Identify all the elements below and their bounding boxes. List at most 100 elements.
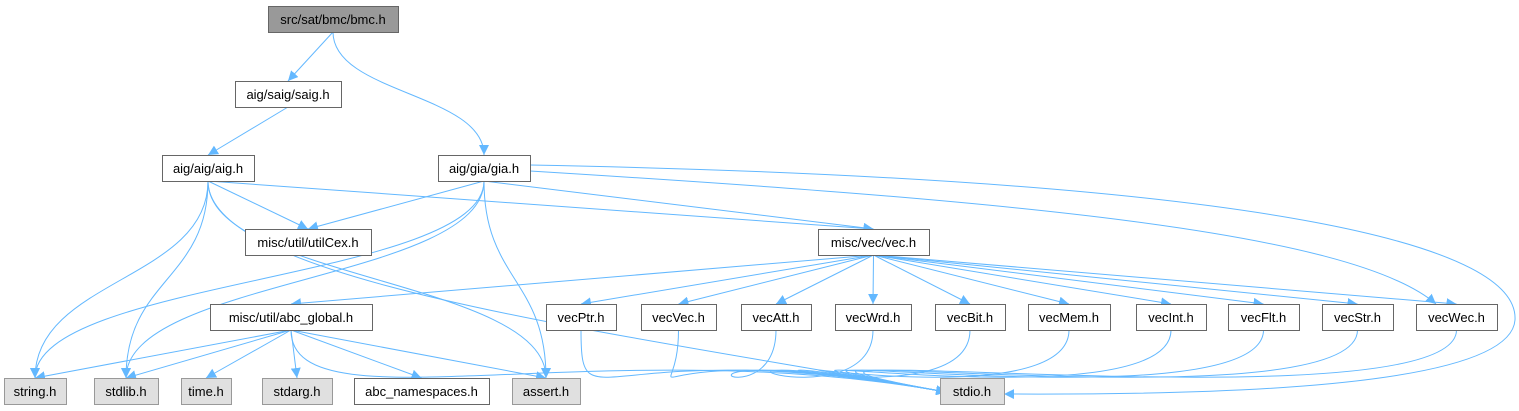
node-box <box>835 304 912 331</box>
node-vecMem[interactable]: vecMem.h <box>1028 304 1111 331</box>
node-label: stdarg.h <box>274 384 321 399</box>
node-label: vecAtt.h <box>753 310 800 325</box>
node-box <box>1416 304 1498 331</box>
edge-gia-to-vecWec <box>529 170 1437 305</box>
edge-aig-to-utilCex <box>207 180 309 230</box>
node-vecAtt[interactable]: vecAtt.h <box>741 304 812 331</box>
node-label: stdlib.h <box>105 384 146 399</box>
node-abc-namespaces[interactable]: abc_namespaces.h <box>354 378 490 405</box>
node-label: vecBit.h <box>947 310 993 325</box>
node-assert[interactable]: assert.h <box>512 378 581 405</box>
node-box <box>1136 304 1207 331</box>
node-vecFlt[interactable]: vecFlt.h <box>1228 304 1300 331</box>
edge-vec-to-vecFlt <box>873 254 1264 308</box>
node-label: aig/aig/aig.h <box>173 161 243 176</box>
node-label: vecWrd.h <box>846 310 901 325</box>
edge-vecAtt-to-stdio <box>730 329 947 396</box>
edge-gia-to-stdio <box>529 164 1516 400</box>
edge-aig-to-stdio <box>207 180 947 396</box>
node-label: src/sat/bmc/bmc.h <box>280 12 385 27</box>
edge-gia-to-stdlib <box>121 180 485 379</box>
node-label: vecInt.h <box>1148 310 1194 325</box>
node-label: assert.h <box>523 384 569 399</box>
node-vecVec[interactable]: vecVec.h <box>641 304 717 331</box>
node-box <box>354 378 490 405</box>
node-box <box>94 378 159 405</box>
edge-gia-to-utilCex <box>307 180 485 232</box>
edge-aig-to-vec <box>207 180 874 234</box>
node-time[interactable]: time.h <box>181 378 232 405</box>
node-box <box>268 6 399 33</box>
edge-vecWrd-to-stdio <box>770 329 947 396</box>
node-label: aig/saig/saig.h <box>246 87 329 102</box>
node-vecWrd[interactable]: vecWrd.h <box>835 304 912 331</box>
edge-abc_global-to-assert <box>290 329 547 382</box>
edge-vecFlt-to-stdio <box>845 329 1264 396</box>
node-box <box>4 378 67 405</box>
node-vecPtr[interactable]: vecPtr.h <box>546 304 617 331</box>
node-box <box>641 304 717 331</box>
edge-gia-to-vec <box>483 180 874 233</box>
node-vecStr[interactable]: vecStr.h <box>1322 304 1394 331</box>
edge-abc_global-to-string <box>34 329 292 382</box>
node-box <box>1028 304 1111 331</box>
node-label: misc/util/abc_global.h <box>229 310 353 325</box>
edge-vec-to-vecInt <box>873 254 1172 308</box>
node-stdio[interactable]: stdio.h <box>940 378 1005 405</box>
edge-vecBit-to-stdio <box>797 329 971 396</box>
edge-saig-to-aig <box>207 106 289 156</box>
node-aig[interactable]: aig/aig/aig.h <box>162 155 255 182</box>
edge-vec-to-vecBit <box>873 254 971 305</box>
node-label: vecWec.h <box>1428 310 1485 325</box>
node-label: string.h <box>14 384 57 399</box>
edge-vecVec-to-stdio <box>670 329 947 396</box>
node-box <box>438 155 531 182</box>
edge-aig-to-string <box>30 180 209 379</box>
node-vecInt[interactable]: vecInt.h <box>1136 304 1207 331</box>
node-box <box>940 378 1005 405</box>
node-box <box>935 304 1006 331</box>
node-label: aig/gia/gia.h <box>449 161 519 176</box>
node-box <box>210 304 373 331</box>
edge-aig-to-stdlib <box>121 180 209 379</box>
edge-abc_global-to-time <box>205 329 292 379</box>
node-label: vecStr.h <box>1334 310 1381 325</box>
node-label: misc/util/utilCex.h <box>257 235 358 250</box>
edge-abc_global-to-abc_namespaces <box>290 329 422 380</box>
node-box <box>245 229 372 256</box>
node-box <box>162 155 255 182</box>
edge-gia-to-string <box>30 180 485 379</box>
edge-vec-to-vecStr <box>873 254 1358 308</box>
node-label: vecPtr.h <box>558 310 605 325</box>
edge-bmc-to-saig <box>287 31 334 82</box>
node-vecBit[interactable]: vecBit.h <box>935 304 1006 331</box>
node-stdarg[interactable]: stdarg.h <box>262 378 333 405</box>
node-box <box>181 378 232 405</box>
edge-vec-to-vecAtt <box>775 254 874 305</box>
node-vec[interactable]: misc/vec/vec.h <box>818 229 930 256</box>
node-saig[interactable]: aig/saig/saig.h <box>235 81 342 108</box>
node-gia[interactable]: aig/gia/gia.h <box>438 155 531 182</box>
node-box <box>235 81 342 108</box>
node-label: time.h <box>188 384 223 399</box>
edge-abc_global-to-stdio <box>290 329 947 396</box>
node-box <box>262 378 333 405</box>
edge-vecMem-to-stdio <box>818 329 1070 396</box>
node-box <box>818 229 930 256</box>
node-label: vecVec.h <box>652 310 705 325</box>
node-abc-global[interactable]: misc/util/abc_global.h <box>210 304 373 331</box>
node-utilCex[interactable]: misc/util/utilCex.h <box>245 229 372 256</box>
edge-vec-to-vecMem <box>873 254 1070 307</box>
node-label: abc_namespaces.h <box>365 384 478 399</box>
node-vecWec[interactable]: vecWec.h <box>1416 304 1498 331</box>
node-box <box>741 304 812 331</box>
node-box <box>1228 304 1300 331</box>
edge-gia-to-assert <box>483 180 551 379</box>
node-bmc[interactable]: src/sat/bmc/bmc.h <box>268 6 399 33</box>
edge-vec-to-vecWrd <box>868 254 879 305</box>
edge-vecWec-to-stdio <box>863 329 1457 396</box>
node-string[interactable]: string.h <box>4 378 67 405</box>
node-label: vecFlt.h <box>1241 310 1287 325</box>
node-stdlib[interactable]: stdlib.h <box>94 378 159 405</box>
